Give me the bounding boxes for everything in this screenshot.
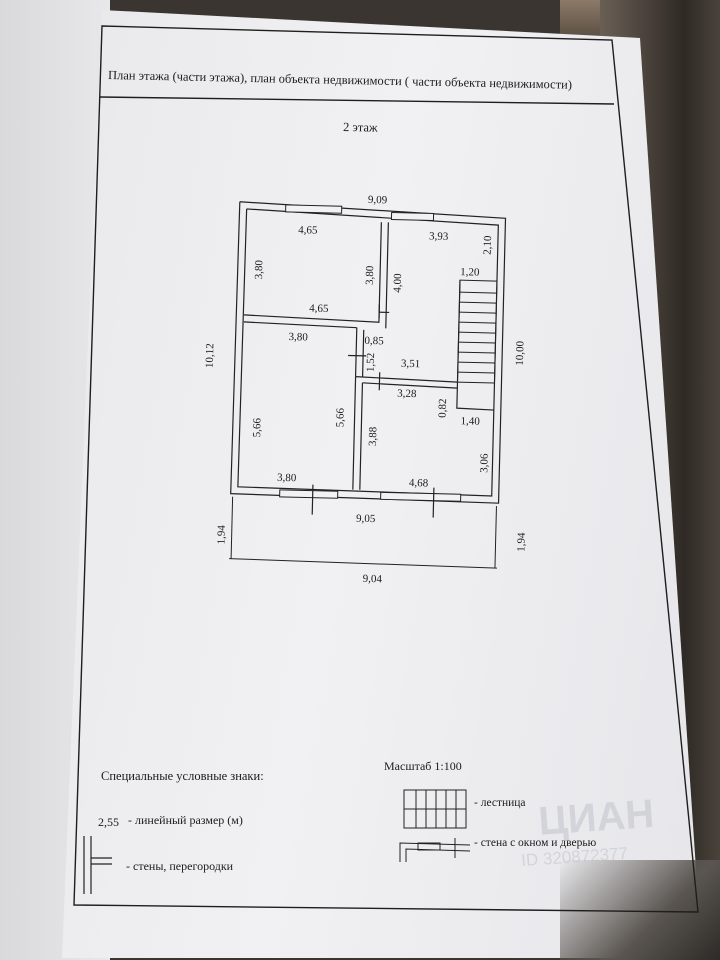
dimension-labels: 9,09 4,65 3,93 2,10 3,80 3,80 4,00 1,20 …	[204, 194, 528, 585]
header-divider	[99, 96, 615, 105]
stair-step	[459, 311, 497, 314]
legend-dimension-sample: 2,55	[98, 815, 119, 829]
frame-border	[73, 25, 699, 913]
window-top-left	[285, 204, 343, 214]
stair-step	[457, 361, 495, 364]
dim-stair-width: 1,20	[460, 266, 480, 278]
dim-room-br-bottom: 4,68	[409, 477, 429, 489]
dim-room-br-top: 3,28	[397, 388, 417, 400]
stair-step	[459, 301, 497, 304]
window-bottom-right	[380, 491, 462, 502]
legend-walls-label: - стены, перегородки	[126, 859, 234, 873]
room-br-top-wall	[355, 376, 458, 383]
stair-outline	[456, 279, 498, 384]
room-br-top-wall-inner	[362, 382, 458, 389]
room-tl-walls	[244, 222, 382, 323]
legend-window	[417, 842, 441, 851]
page-frame	[73, 25, 699, 913]
legend-walls-symbol	[83, 836, 112, 894]
legend-window-door-label: - стена с окном и дверью	[474, 837, 597, 849]
dim-corridor-width: 3,51	[401, 358, 421, 370]
doors	[311, 304, 435, 518]
room-tl-right-inner	[385, 222, 389, 329]
dim-room-tr-vertical: 4,00	[392, 273, 404, 293]
corridor-wall-left-inner	[361, 329, 365, 377]
room-br-notch	[456, 382, 494, 411]
legend-title: Специальные условные знаки:	[101, 769, 264, 783]
stair-step	[458, 321, 496, 324]
dim-left-total: 10,12	[204, 343, 217, 368]
floor-label: 2 этаж	[343, 120, 378, 135]
dim-room-bl-bottom: 3,80	[277, 472, 297, 484]
stair-step	[458, 331, 496, 334]
legend-dimension-label: - линейный размер (м)	[128, 813, 243, 827]
dim-room-bl-right: 5,66	[334, 407, 346, 427]
staircase	[456, 279, 498, 384]
dim-room-tl-bottom: 4,65	[309, 303, 329, 315]
window-top-right	[390, 211, 435, 222]
dim-room-tl-left: 3,80	[253, 259, 265, 279]
balcony-right-dim	[494, 506, 497, 569]
legend-stairs-label: - лестница	[474, 797, 526, 809]
dim-bottom-inner: 9,05	[356, 513, 376, 525]
dim-room-br-notch-v: 0,82	[437, 398, 449, 418]
dim-right-total: 10,00	[514, 340, 527, 366]
room-br-left-wall	[359, 382, 364, 490]
dim-balcony-right: 1,94	[515, 532, 527, 552]
stair-step	[459, 291, 497, 294]
dim-corridor-small-v2: 1,52	[365, 353, 377, 373]
legend-wall-outer	[399, 842, 471, 862]
stair-step	[458, 341, 496, 344]
floor-plan: 9,09 4,65 3,93 2,10 3,80 3,80 4,00 1,20 …	[204, 194, 528, 585]
room-bl-right-wall	[352, 376, 357, 490]
legend: Масштаб 1:100 Специальные условные знаки…	[83, 759, 597, 894]
dim-room-tr-top: 3,93	[429, 230, 449, 242]
dim-room-br-left: 3,88	[367, 426, 379, 446]
balcony-door-right	[432, 487, 435, 518]
stair-step	[457, 371, 495, 374]
legend-wall-inner	[405, 848, 471, 862]
watermark-brand: ЦИАН	[537, 792, 656, 844]
dim-room-bl-top: 3,80	[288, 331, 308, 343]
dim-top-total: 9,09	[368, 194, 388, 206]
header-title: План этажа (части этажа), план объекта н…	[108, 68, 572, 92]
shadow-band	[560, 860, 720, 960]
dim-room-br-notch-h: 1,40	[460, 415, 480, 427]
dim-balcony-left: 1,94	[215, 525, 227, 545]
balcony	[229, 496, 497, 569]
dim-room-bl-left: 5,66	[251, 417, 263, 437]
legend-window-door-symbol	[399, 838, 471, 862]
corridor-wall-left	[354, 327, 358, 377]
window-bottom-left	[279, 489, 339, 499]
dim-room-br-right: 3,06	[478, 453, 490, 473]
balcony-rail	[229, 558, 497, 569]
dim-bottom-total: 9,04	[363, 573, 383, 585]
paper-sheet	[62, 10, 702, 958]
watermark: ЦИАН ID 320872377	[521, 792, 656, 870]
balcony-left-dim	[230, 496, 234, 559]
dim-corridor-small-v: 0,85	[364, 335, 384, 347]
balcony-door-left	[311, 484, 314, 515]
dim-room-tl-top: 4,65	[298, 224, 318, 236]
dim-room-tl-right: 3,80	[364, 265, 376, 285]
room-tl-inner	[243, 321, 357, 329]
legend-stairs-symbol	[403, 789, 467, 829]
dim-room-tr-right-top: 2,10	[482, 235, 494, 255]
windows	[279, 204, 462, 502]
stair-step	[458, 351, 496, 354]
legend-scale: Масштаб 1:100	[384, 759, 462, 773]
